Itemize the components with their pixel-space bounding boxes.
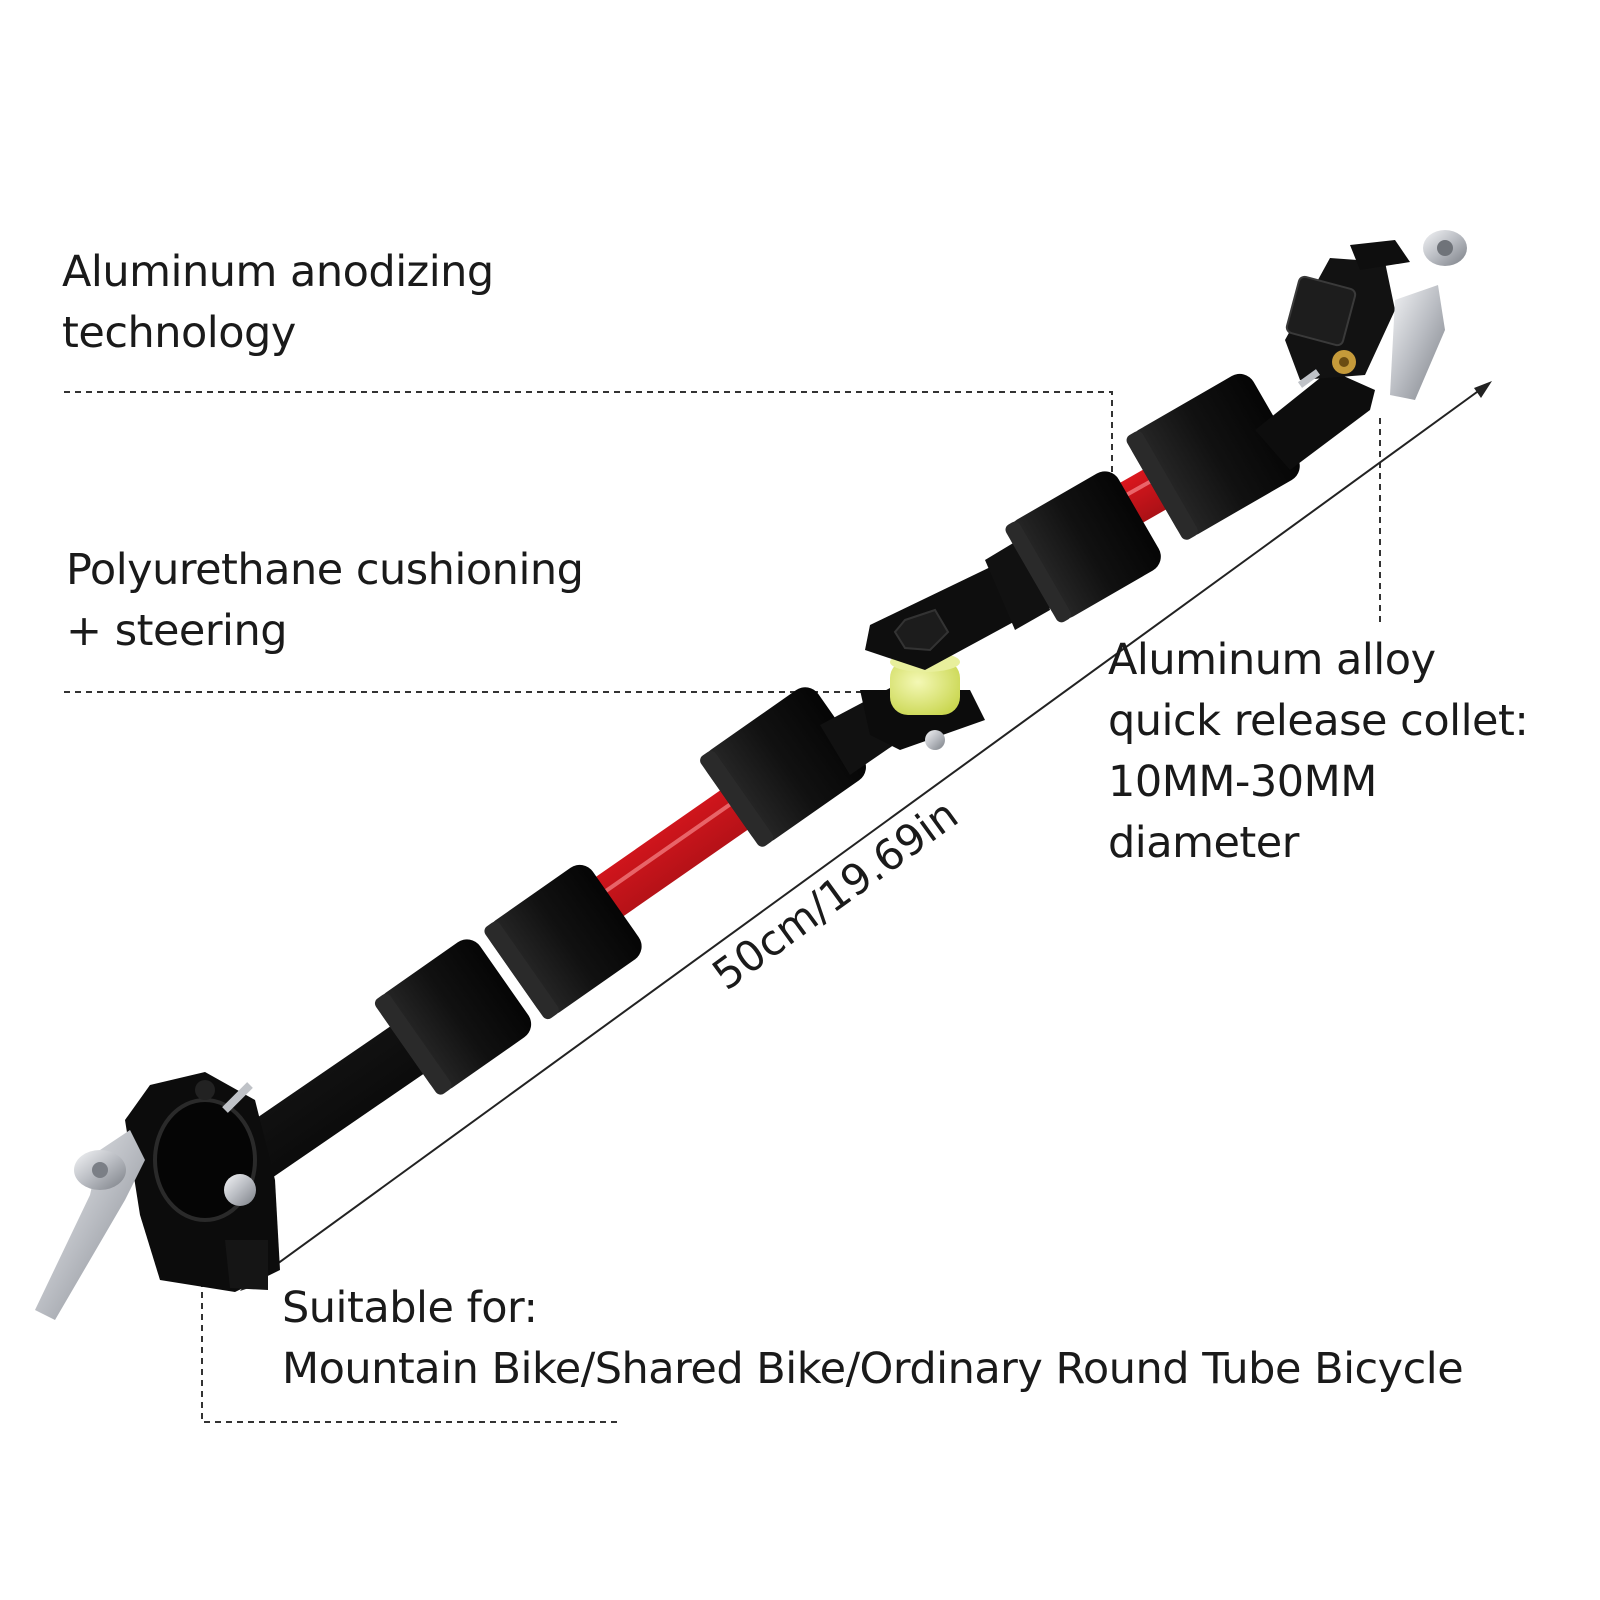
anodizing-line-2: technology [62, 308, 296, 358]
cushioning-line-1: Polyurethane cushioning [66, 545, 584, 595]
anodizing-line-1: Aluminum anodizing [62, 247, 494, 297]
suitable-line-2: Mountain Bike/Shared Bike/Ordinary Round… [282, 1344, 1464, 1394]
upper-quick-release-clamp [1255, 230, 1467, 470]
callout-lines [64, 391, 1381, 1423]
cushioning-line-2: + steering [66, 606, 288, 656]
collet-line-1: Aluminum alloy [1108, 635, 1436, 685]
lower-quick-release-clamp [35, 1072, 280, 1320]
collet-line-2: quick release collet: [1108, 696, 1529, 746]
suitable-callout: Suitable for: Mountain Bike/Shared Bike/… [282, 1278, 1464, 1400]
anodizing-leader-line [64, 391, 1113, 490]
cushioning-callout: Polyurethane cushioning + steering [66, 540, 584, 662]
collet-line-4: diameter [1108, 818, 1299, 868]
anodizing-callout: Aluminum anodizing technology [62, 242, 494, 364]
suitable-leader-line [201, 1270, 620, 1423]
suitable-line-1: Suitable for: [282, 1283, 538, 1333]
upper-collars [985, 373, 1300, 630]
collet-callout: Aluminum alloy quick release collet: 10M… [1108, 630, 1529, 874]
collet-line-3: 10MM-30MM [1108, 757, 1377, 807]
lower-sleeve-collars [374, 864, 642, 1095]
